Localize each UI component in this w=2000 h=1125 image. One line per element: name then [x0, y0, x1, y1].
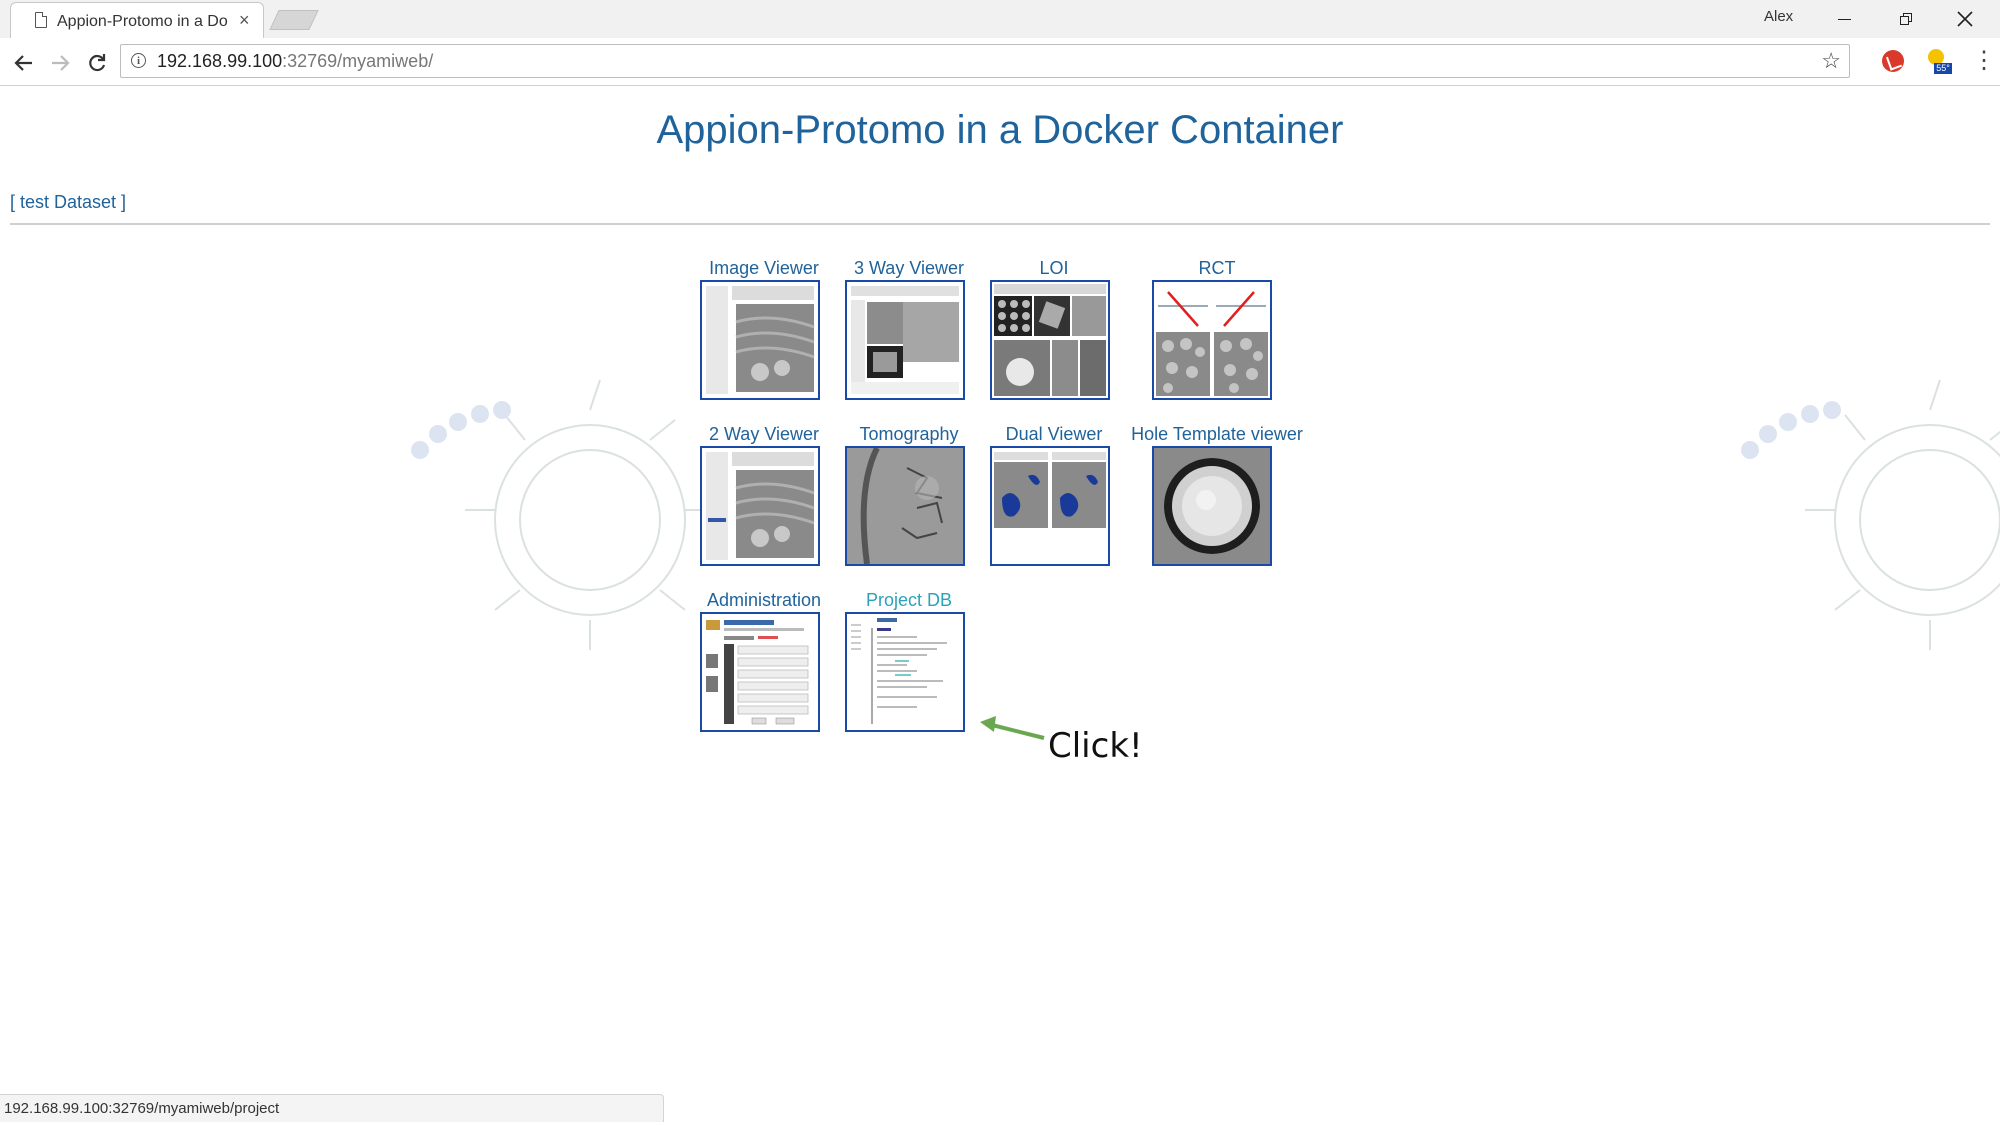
- thumbnail-graphic: [1154, 282, 1270, 398]
- close-icon[interactable]: ×: [239, 10, 250, 30]
- thumbnail-graphic: [992, 282, 1108, 398]
- window-close-button[interactable]: [1950, 5, 1980, 31]
- forward-arrow-icon: [52, 55, 70, 71]
- project-db-thumbnail[interactable]: [845, 612, 965, 732]
- back-button[interactable]: [10, 48, 38, 76]
- profile-name[interactable]: Alex: [1764, 8, 1794, 25]
- background-virus-illustration-left: [411, 379, 715, 650]
- tool-label[interactable]: Project DB: [865, 590, 953, 610]
- restore-button[interactable]: [1891, 5, 1921, 31]
- 3-way-viewer-thumbnail[interactable]: [845, 280, 965, 400]
- tool-label[interactable]: Tomography: [859, 424, 959, 444]
- status-url: 192.168.99.100:32769/myamiweb/project: [4, 1100, 280, 1117]
- url-path: :32769/myamiweb/: [282, 51, 434, 71]
- menu-dots-icon[interactable]: ⋮: [1972, 47, 1996, 74]
- thumbnail-graphic: [847, 282, 963, 398]
- rct-thumbnail[interactable]: [1152, 280, 1272, 400]
- minimize-button[interactable]: [1829, 5, 1859, 31]
- thumbnail-graphic: [992, 448, 1108, 564]
- tool-label[interactable]: Administration: [706, 590, 822, 610]
- test-dataset-link[interactable]: [ test Dataset ]: [10, 192, 127, 212]
- thumbnail-graphic: [702, 448, 818, 564]
- green-arrow-icon: [980, 716, 1045, 740]
- restore-icon: [1899, 13, 1913, 26]
- dual-viewer-thumbnail[interactable]: [990, 446, 1110, 566]
- back-arrow-icon: [14, 55, 32, 71]
- thumbnail-graphic: [1154, 448, 1270, 564]
- tool-label[interactable]: Dual Viewer: [1005, 424, 1103, 444]
- tool-label[interactable]: 2 Way Viewer: [708, 424, 820, 444]
- click-annotation: Click!: [1048, 726, 1143, 766]
- tool-label[interactable]: RCT: [1198, 258, 1236, 278]
- browser-toolbar: i 192.168.99.100:32769/myamiweb/ ☆ 55° ⋮: [0, 38, 2000, 86]
- info-icon[interactable]: i: [131, 53, 146, 68]
- loi-thumbnail[interactable]: [990, 280, 1110, 400]
- 2-way-viewer-thumbnail[interactable]: [700, 446, 820, 566]
- minimize-icon: [1837, 18, 1851, 20]
- thumbnail-graphic: [702, 282, 818, 398]
- address-bar[interactable]: i 192.168.99.100:32769/myamiweb/ ☆: [120, 44, 1850, 78]
- thumbnail-graphic: [847, 614, 963, 730]
- tab-title: Appion-Protomo in a Do: [57, 13, 228, 30]
- reload-icon: [89, 54, 106, 72]
- url-text[interactable]: 192.168.99.100:32769/myamiweb/: [157, 51, 433, 72]
- browser-tab[interactable]: Appion-Protomo in a Do ×: [10, 2, 264, 38]
- browser-title-bar: Appion-Protomo in a Do × Alex: [0, 0, 2000, 38]
- background-virus-illustration-right: [1741, 379, 2000, 650]
- reload-button[interactable]: [83, 48, 111, 76]
- url-host: 192.168.99.100: [157, 51, 283, 71]
- hole-template-thumbnail[interactable]: [1152, 446, 1272, 566]
- sun-icon: [1928, 49, 1944, 65]
- bookmark-star-icon[interactable]: ☆: [1821, 48, 1841, 73]
- new-tab-button[interactable]: [269, 10, 319, 30]
- administration-thumbnail[interactable]: [700, 612, 820, 732]
- page-icon: [35, 12, 47, 28]
- tool-label[interactable]: Image Viewer: [709, 258, 819, 278]
- weather-temp: 55°: [1934, 63, 1952, 74]
- thumbnail-graphic: [847, 448, 963, 564]
- image-viewer-thumbnail[interactable]: [700, 280, 820, 400]
- tomography-thumbnail[interactable]: [845, 446, 965, 566]
- tool-label[interactable]: LOI: [1039, 258, 1069, 278]
- thumbnail-graphic: [702, 614, 818, 730]
- status-bar: 192.168.99.100:32769/myamiweb/project: [0, 1094, 664, 1122]
- tool-label[interactable]: Hole Template viewer: [1131, 424, 1303, 444]
- forward-button[interactable]: [46, 48, 74, 76]
- page-title: Appion-Protomo in a Docker Container: [656, 108, 1344, 152]
- weather-extension-icon[interactable]: 55°: [1926, 47, 1952, 75]
- divider: [10, 223, 1990, 225]
- tool-label[interactable]: 3 Way Viewer: [853, 258, 965, 278]
- extension-red-icon[interactable]: [1882, 50, 1904, 72]
- close-icon: [1957, 11, 1973, 27]
